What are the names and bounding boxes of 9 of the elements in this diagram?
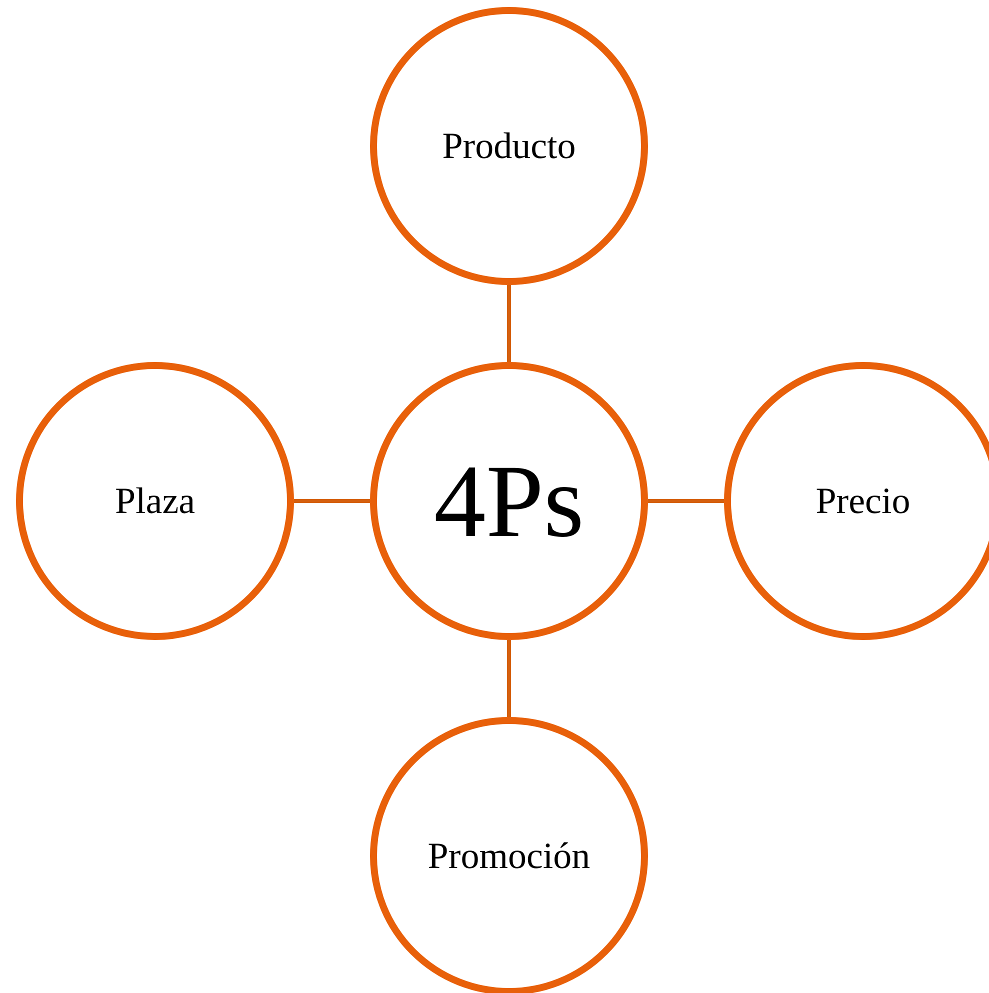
connector-line [507, 285, 511, 362]
center-title: 4Ps [434, 442, 584, 560]
node-label: Producto [442, 124, 576, 168]
connector-line [507, 640, 511, 717]
connector-line [648, 499, 724, 503]
connector-line [294, 499, 370, 503]
node-label: Precio [816, 480, 910, 522]
node-label: Plaza [114, 480, 196, 522]
node-label: Promoción [428, 834, 590, 878]
